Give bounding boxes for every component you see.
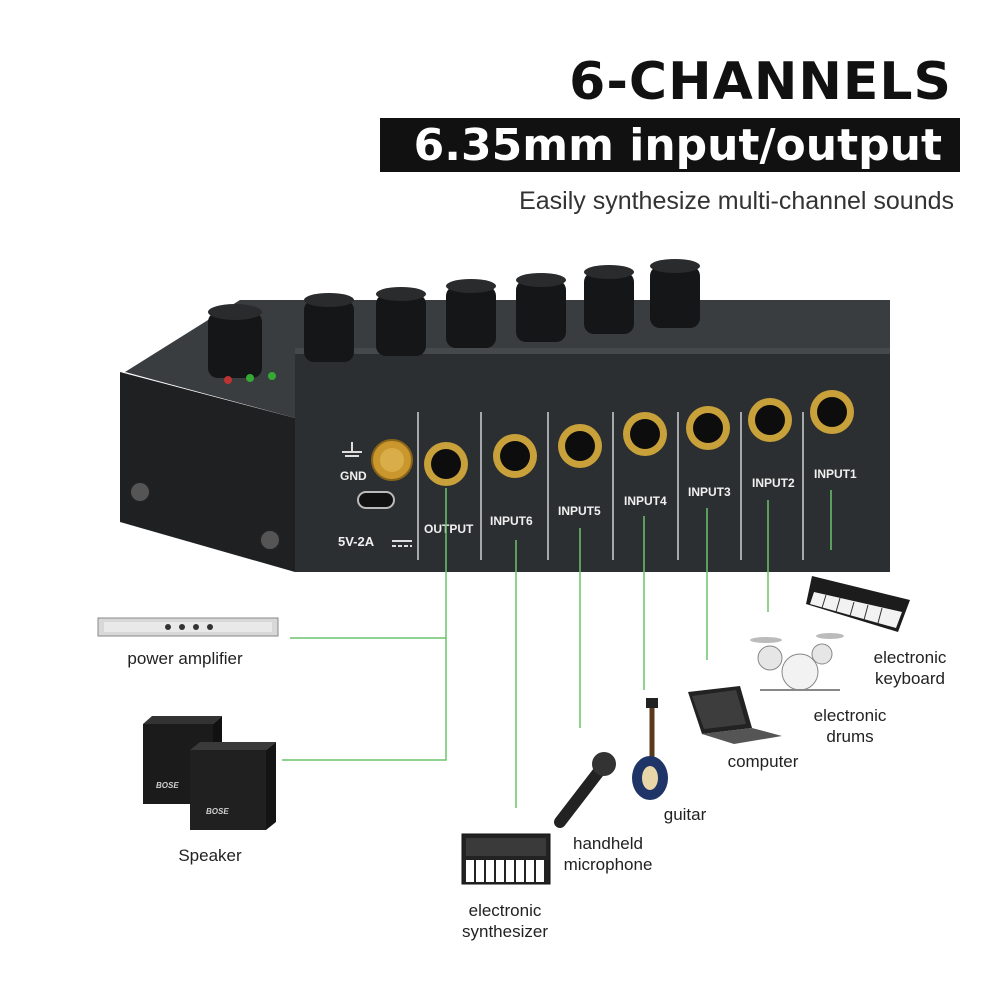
headline: 6-CHANNELS [569, 52, 952, 112]
connector-lines [282, 488, 832, 808]
jack-input4 [623, 412, 667, 456]
drums-icon [750, 633, 844, 691]
label-synthesizer: electronic synthesizer [462, 901, 548, 941]
jack-output [424, 442, 468, 486]
label-power-amplifier: power amplifier [127, 649, 243, 668]
guitar-icon [632, 698, 668, 800]
label-guitar: guitar [663, 805, 707, 824]
panel-dividers [417, 412, 804, 560]
led-icon [246, 374, 254, 382]
ground-symbol-icon [342, 442, 362, 457]
laptop-icon [688, 686, 782, 744]
mixer-side-face [120, 372, 295, 572]
subheadline: 6.35mm input/output [413, 120, 942, 171]
knob-row [208, 259, 700, 378]
ground-knob-icon [371, 439, 413, 481]
screw-icon [129, 481, 151, 503]
port-label-input5: INPUT5 [558, 504, 601, 518]
label-speaker: Speaker [178, 846, 242, 865]
usb-c-port-icon [357, 491, 395, 509]
subheadline-bar: 6.35mm input/output [380, 118, 960, 172]
label-drums: electronic drums [813, 706, 887, 746]
gnd-label: GND [340, 469, 367, 483]
port-label-input6: INPUT6 [490, 514, 533, 528]
microphone-icon [554, 752, 616, 828]
jack-input3 [686, 406, 730, 450]
jack-input5 [558, 424, 602, 468]
speaker-brand-label: BOSE [206, 807, 229, 816]
port-label-input4: INPUT4 [624, 494, 667, 508]
power-label: 5V-2A [338, 534, 375, 549]
led-icon [268, 372, 276, 380]
port-label-input1: INPUT1 [814, 467, 857, 481]
speaker-icon: BOSE BOSE [143, 716, 276, 830]
port-label-input3: INPUT3 [688, 485, 731, 499]
jack-input2 [748, 398, 792, 442]
label-keyboard: electronic keyboard [873, 648, 947, 688]
port-label-output: OUTPUT [424, 522, 474, 536]
port-label-input2: INPUT2 [752, 476, 795, 490]
dc-symbol-icon [392, 540, 412, 547]
keyboard-icon [806, 576, 910, 632]
label-computer: computer [727, 752, 799, 771]
synthesizer-icon [461, 833, 551, 885]
jack-input1 [810, 390, 854, 434]
label-microphone: handheld microphone [563, 834, 653, 874]
speaker-brand-label: BOSE [156, 781, 179, 790]
tagline: Easily synthesize multi-channel sounds [519, 187, 954, 215]
power-amplifier-icon [97, 617, 279, 637]
led-icon [224, 376, 232, 384]
jack-input6 [493, 434, 537, 478]
screw-icon [259, 529, 281, 551]
